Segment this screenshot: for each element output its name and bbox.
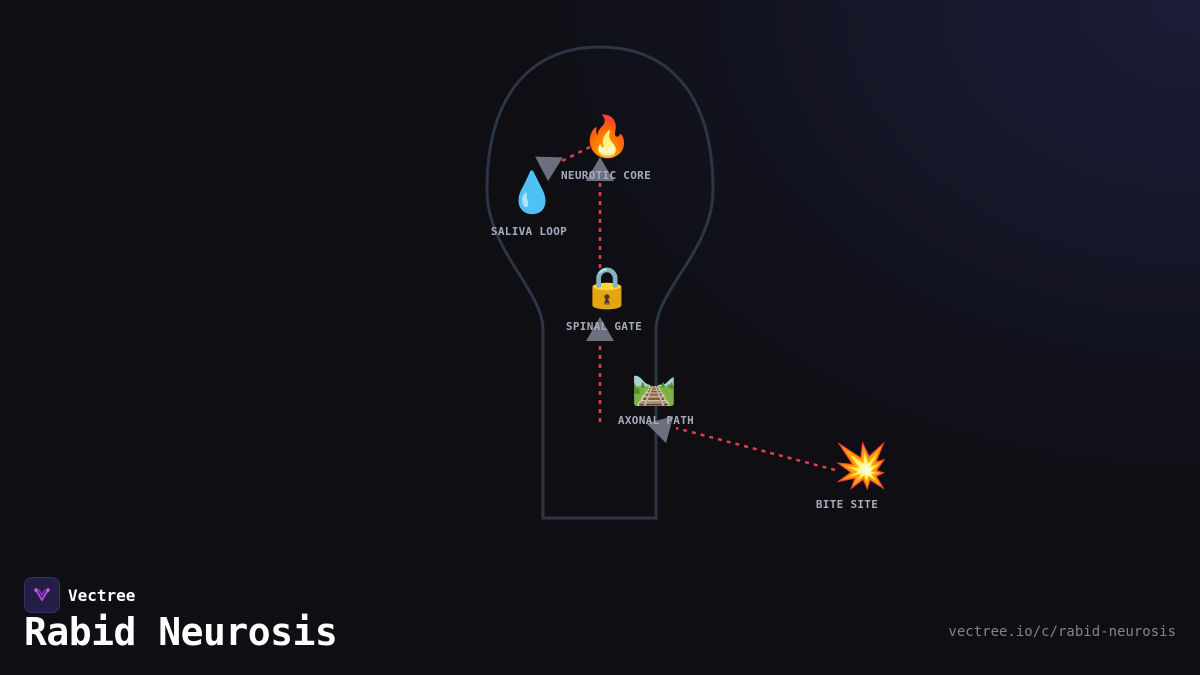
edge-bite_site-to-axonal_path bbox=[675, 426, 836, 472]
arrowhead-saliva_loop bbox=[535, 156, 563, 182]
collision-icon: 💥 bbox=[834, 441, 889, 492]
node-label: NEUROTIC CORE bbox=[561, 169, 651, 182]
node-neurotic-core[interactable]: 🔥 NEUROTIC CORE bbox=[561, 113, 651, 182]
node-bite-site[interactable]: 💥 BITE SITE bbox=[816, 441, 889, 512]
node-label: SALIVA LOOP bbox=[491, 225, 567, 238]
head-outline bbox=[485, 45, 715, 520]
vectree-logo bbox=[24, 577, 60, 613]
node-label: AXONAL PATH bbox=[618, 414, 694, 427]
node-label: BITE SITE bbox=[816, 498, 878, 511]
node-saliva-loop[interactable]: 💧 SALIVA LOOP bbox=[491, 169, 567, 238]
nodes-layer: 🔥 NEUROTIC CORE 💧 SALIVA LOOP 🔒 SPINAL GATE 🛤️… bbox=[491, 113, 888, 511]
page-url[interactable]: vectree.io/c/rabid-neurosis bbox=[948, 624, 1176, 640]
node-label: SPINAL GATE bbox=[566, 320, 642, 333]
brand-name: Vectree bbox=[68, 585, 136, 605]
antenna-spark-icon bbox=[34, 588, 50, 601]
edge-neurotic_core-to-saliva_loop bbox=[557, 145, 591, 165]
lock-icon: 🔒 bbox=[582, 265, 632, 311]
arrowhead-spinal_gate bbox=[586, 317, 614, 341]
arrowhead-axonal_path bbox=[646, 416, 674, 444]
page-title: Rabid Neurosis bbox=[24, 610, 338, 654]
arrowhead-neurotic_core bbox=[586, 157, 614, 181]
railway-icon: 🛤️ bbox=[632, 367, 677, 408]
droplet-icon: 💧 bbox=[507, 169, 557, 216]
fire-icon: 🔥 bbox=[582, 113, 632, 160]
node-spinal-gate[interactable]: 🔒 SPINAL GATE bbox=[566, 265, 642, 333]
node-axonal-path[interactable]: 🛤️ AXONAL PATH bbox=[618, 367, 694, 428]
edges-layer bbox=[535, 145, 836, 472]
brand[interactable]: Vectree bbox=[24, 577, 135, 613]
